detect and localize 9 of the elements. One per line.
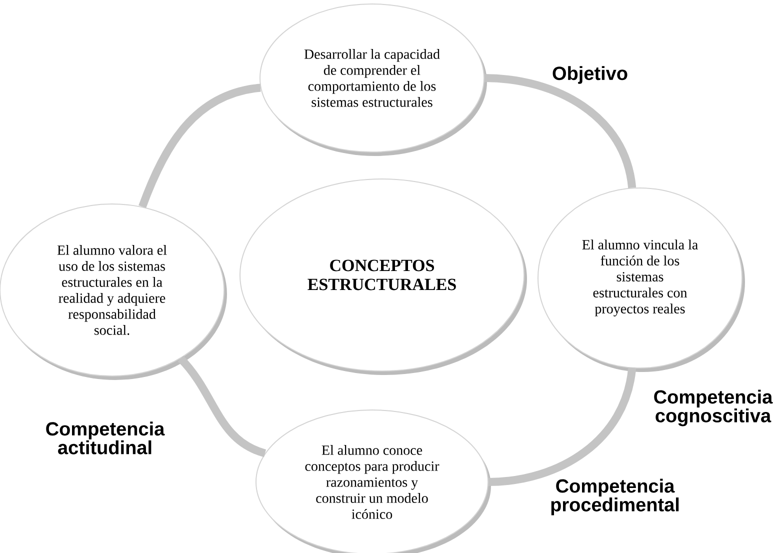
- ring-connector: [488, 368, 636, 486]
- category-label: Competencia procedimental: [551, 478, 679, 516]
- category-label: Competencia actitudinal: [46, 422, 165, 454]
- ring-connector: [484, 74, 636, 188]
- category-label: Objetivo: [552, 66, 628, 84]
- category-label: Competencia cognoscitiva: [654, 390, 773, 426]
- ring-connector: [178, 356, 266, 458]
- ring-connector: [138, 84, 262, 208]
- node-label: El alumno conoce conceptos para producir razonamientos y construir un modelo icónico: [305, 445, 440, 519]
